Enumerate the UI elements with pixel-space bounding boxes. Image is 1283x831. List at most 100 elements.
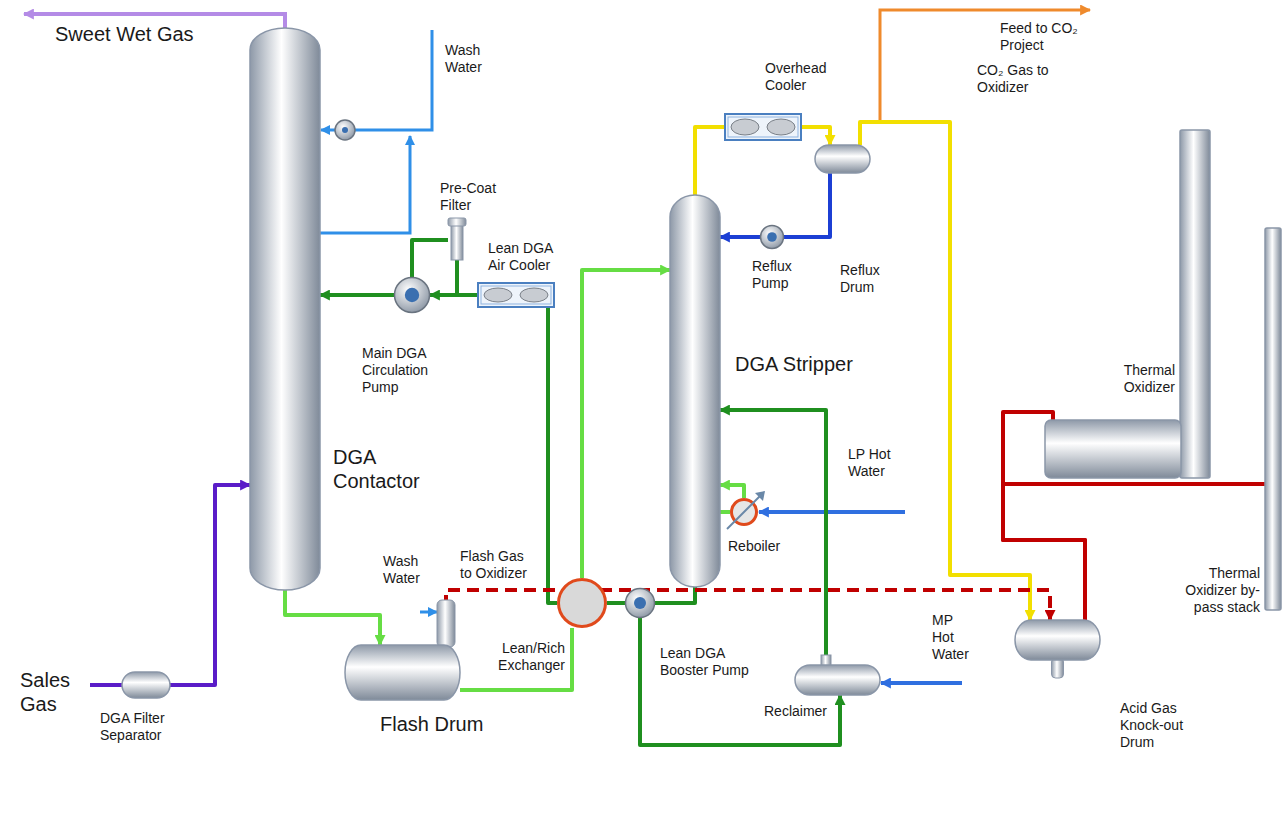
wash-water-line [320, 136, 410, 233]
equipment-outline [1015, 620, 1100, 660]
equipment-label: Lean/Rich Exchanger [470, 640, 565, 674]
process-stream [285, 590, 380, 645]
equipment-label: Reclaimer [764, 703, 836, 720]
equipment-label: Lean DGA Booster Pump [660, 645, 760, 679]
flash-drum: Flash Drum [345, 645, 460, 700]
stream-label: Sales Gas [20, 668, 82, 716]
equipment-label: DGA Filter Separator [100, 710, 190, 744]
thermal-oxidizer: Thermal Oxidizer [1045, 420, 1183, 478]
sales-gas-line [90, 683, 122, 687]
equipment-shape [1045, 420, 1181, 478]
equipment-outline [625, 588, 655, 618]
equipment-shape [727, 495, 761, 529]
equipment-shape [484, 288, 512, 302]
reflux-pump: Reflux Pump [760, 225, 784, 249]
knock-out-drum: Acid Gas Knock-out Drum [1015, 620, 1100, 660]
equipment-outline [795, 665, 880, 695]
equipment-shape [725, 114, 801, 140]
stripper-column: DGA Stripper [670, 195, 720, 587]
equipment-label: Thermal Oxidizer [1090, 362, 1175, 396]
bypass-stack: Thermal Oxidizer by-pass stack [1265, 228, 1281, 610]
equipment-outline [557, 578, 607, 628]
equipment-shape [670, 195, 720, 587]
equipment-shape [815, 145, 870, 173]
process-stream [695, 127, 725, 195]
equipment-label: Thermal Oxidizer by-pass stack [1165, 565, 1260, 615]
equipment-shape [1265, 228, 1281, 610]
equipment-label: Reflux Drum [840, 262, 895, 296]
equipment-shape [405, 288, 419, 302]
reclaimer: Reclaimer [795, 665, 880, 695]
process-stream [1003, 484, 1265, 620]
booster-pump: Lean DGA Booster Pump [625, 588, 655, 618]
equipment-outline [815, 145, 870, 173]
equipment-label: DGA Contactor [333, 445, 443, 493]
equipment-label: Pre-Coat Filter [440, 180, 505, 214]
equipment-outline [760, 225, 784, 249]
equipment-shape [448, 218, 466, 226]
equipment-outline [1045, 420, 1183, 478]
wash-water-pump [342, 127, 348, 133]
wash-water-line [321, 129, 335, 132]
process-stream [320, 293, 394, 297]
equipment-outline [478, 283, 554, 307]
equipment-outline [1265, 228, 1281, 610]
process-stream [784, 173, 830, 237]
equipment-outline [394, 277, 430, 313]
process-stream [720, 485, 744, 498]
circulation-pump: Main DGA Circulation Pump [394, 277, 430, 313]
overhead-cooler: Overhead Cooler [725, 114, 801, 140]
equipment-shape [1015, 620, 1100, 660]
process-stream [860, 122, 1030, 620]
lean-rich-exchanger: Lean/Rich Exchanger [557, 578, 607, 628]
equipment-outline [250, 28, 320, 590]
equipment-label: DGA Stripper [735, 352, 875, 376]
contactor-column: DGA Contactor [250, 28, 320, 590]
equipment-label: Reboiler [728, 538, 798, 555]
process-stream [446, 590, 1050, 645]
equipment-shape [728, 117, 798, 137]
equipment-shape [626, 589, 655, 618]
process-stream [430, 260, 457, 295]
stream-label: LP Hot Water [848, 446, 898, 480]
equipment-shape [634, 597, 646, 609]
equipment-shape [395, 278, 430, 313]
equipment-label: Lean DGA Air Cooler [488, 240, 568, 274]
reboiler: Reboiler [730, 498, 758, 526]
equipment-shape [767, 119, 795, 135]
equipment-shape [761, 226, 784, 249]
equipment-label: Acid Gas Knock-out Drum [1120, 700, 1205, 750]
equipment-label: Main DGA Circulation Pump [362, 345, 447, 395]
stream-label: Sweet Wet Gas [55, 22, 255, 46]
equipment-shape [122, 672, 170, 698]
equipment-shape [795, 665, 880, 695]
stream-label: Flash Gas to Oxidizer [458, 548, 537, 582]
equipment-shape [1180, 130, 1210, 478]
equipment-shape [250, 28, 320, 590]
process-stream [720, 510, 730, 514]
stream-label: MP Hot Water [932, 612, 972, 662]
reflux-drum: Reflux Drum [815, 145, 870, 173]
equipment-outline [725, 114, 801, 140]
process-stream [720, 235, 760, 239]
process-stream [412, 240, 448, 277]
process-stream [720, 410, 826, 665]
wash-water-pump [335, 120, 355, 140]
equipment-shape [437, 600, 455, 647]
equipment-outline [670, 195, 720, 587]
wash-water-line [355, 30, 432, 130]
equipment-label: Flash Drum [380, 712, 510, 736]
process-stream [582, 270, 670, 578]
process-stream [460, 628, 572, 690]
pre-coat-filter: Pre-Coat Filter [448, 218, 466, 260]
air-cooler: Lean DGA Air Cooler [478, 283, 554, 307]
stream-label: CO₂ Gas to Oxidizer [975, 62, 1059, 96]
process-stream [801, 127, 830, 145]
filter-separator: DGA Filter Separator [122, 672, 170, 698]
process-stream [607, 601, 625, 605]
equipment-shape [731, 119, 759, 135]
hot-water-line [759, 510, 905, 514]
